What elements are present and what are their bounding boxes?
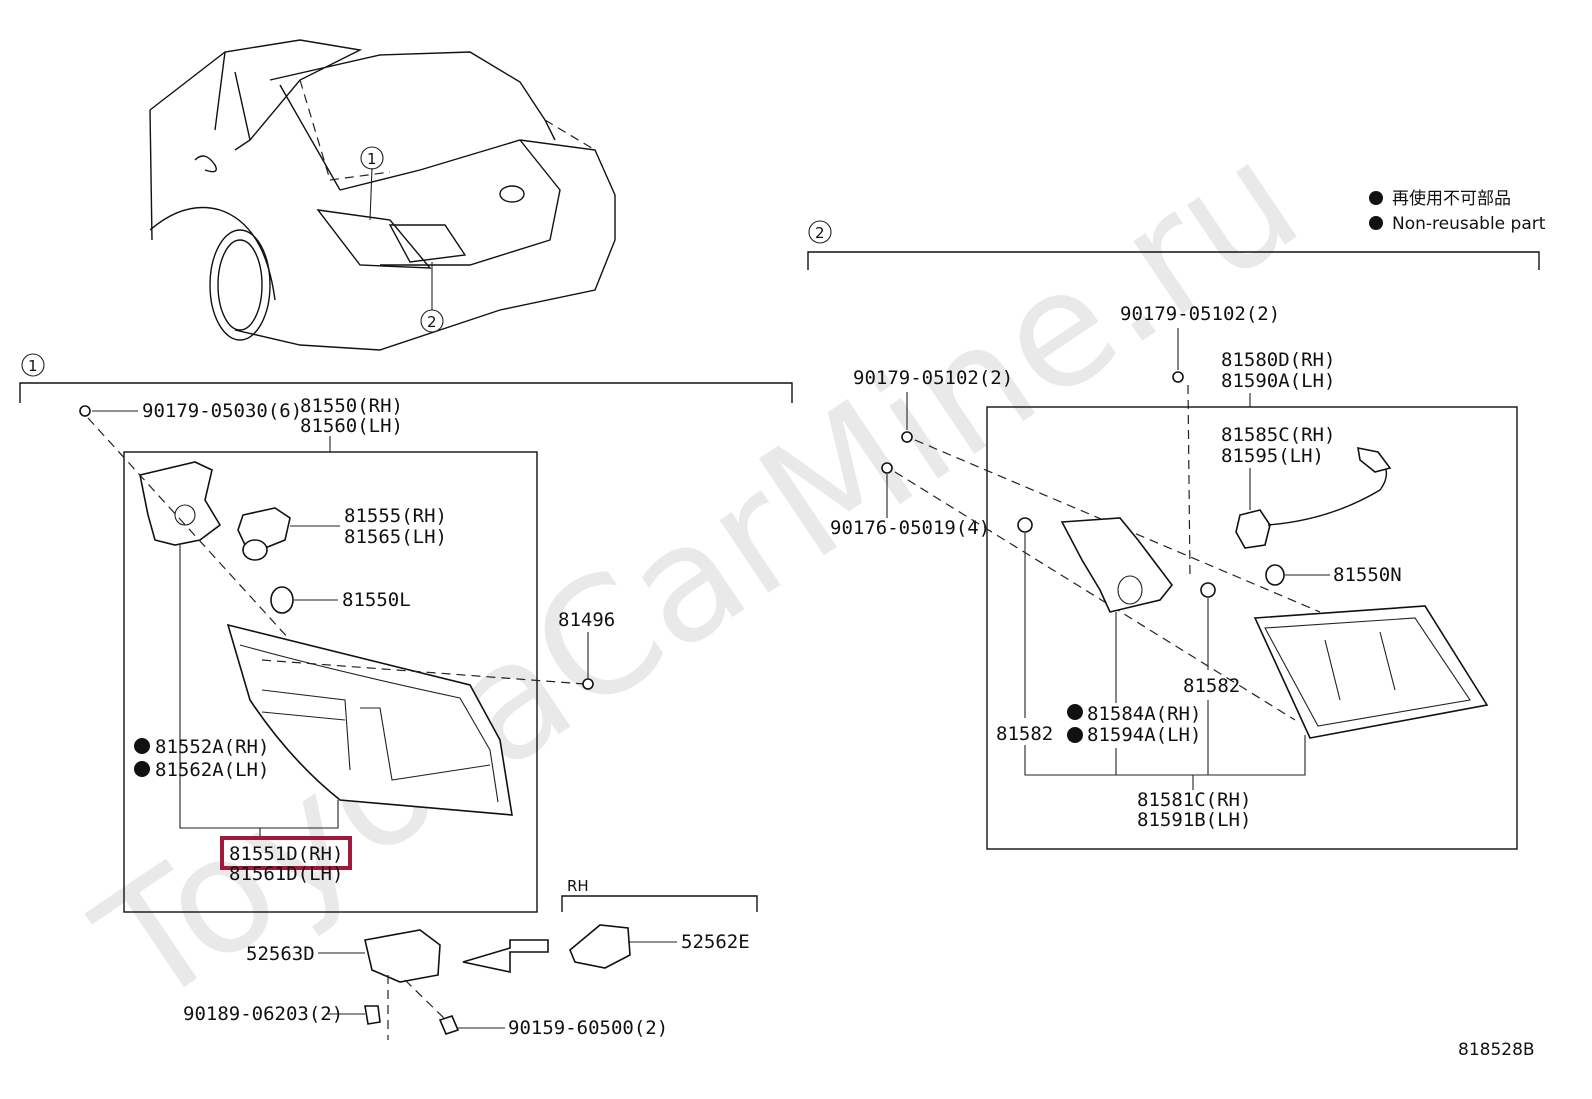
label-gasket-lh: 81562A(LH)	[155, 759, 269, 781]
label-lens-lh: 81591B(LH)	[1137, 809, 1251, 831]
section-1-callout	[21, 353, 45, 377]
label-socket-rh: 81555(RH)	[344, 505, 447, 527]
label-nut-top: 90179-05102(2)	[1120, 303, 1280, 325]
legend-english: Non-reusable part	[1392, 214, 1546, 234]
label-socket-lh: 81595(LH)	[1221, 445, 1324, 467]
label-bulb: 81550N	[1333, 564, 1402, 586]
section-2-callout	[808, 220, 832, 244]
non-reusable-bullet-icon	[1067, 704, 1083, 720]
non-reusable-bullet-icon	[1067, 727, 1083, 743]
callout-2-car	[420, 309, 444, 333]
non-reusable-bullet-icon	[1369, 216, 1383, 230]
bulb-drawing-2	[1265, 564, 1285, 586]
non-reusable-bullet-icon	[1369, 191, 1383, 205]
label-cushion-right: 81582	[1183, 675, 1240, 697]
bracket-right-drawing	[569, 924, 631, 969]
label-gasket-lh: 81594A(LH)	[1087, 724, 1201, 746]
section-2-callout-text: 2	[815, 224, 825, 242]
label-lens-rh: 81581C(RH)	[1137, 789, 1251, 811]
cushion-right-drawing	[1200, 582, 1216, 598]
highlight-box[interactable]	[220, 836, 352, 870]
label-clip: 81496	[558, 609, 615, 631]
label-socket-rh: 81585C(RH)	[1221, 424, 1335, 446]
section-1-callout-text: 1	[28, 357, 38, 375]
section-1: 1 90179-05030(6) 81550(RH) 81560(LH) 815…	[19, 353, 793, 1040]
bracket-left-drawing	[364, 929, 441, 983]
label-cushion-left: 81582	[996, 723, 1053, 745]
gasket-drawing-2	[1060, 517, 1174, 613]
callout-1-car	[360, 146, 384, 170]
label-bracket-left: 52563D	[246, 943, 315, 965]
label-lens-lh: 81561D(LH)	[229, 863, 343, 885]
section-2-bracket	[807, 251, 1540, 270]
label-screw-left: 90189-06203(2)	[183, 1003, 343, 1025]
cushion-left-drawing	[1017, 517, 1033, 533]
figure-code: 818528B	[1458, 1040, 1535, 1060]
label-lamp-lh: 81590A(LH)	[1221, 370, 1335, 392]
label-gasket-rh: 81584A(RH)	[1087, 703, 1201, 725]
label-lamp-lh: 81560(LH)	[300, 415, 403, 437]
label-bracket-right: 52562E	[681, 931, 750, 953]
non-reusable-bullet-icon	[134, 761, 150, 777]
label-lamp-rh: 81550(RH)	[300, 395, 403, 417]
label-rh: RH	[567, 877, 589, 895]
car-illustration: 1 2	[149, 39, 616, 351]
label-bulb: 81550L	[342, 589, 411, 611]
label-gasket-rh: 81552A(RH)	[155, 736, 269, 758]
non-reusable-bullet-icon	[134, 738, 150, 754]
legend: 再使用不可部品 Non-reusable part	[1369, 188, 1546, 234]
socket-drawing	[237, 507, 291, 549]
label-screw: 90176-05019(4)	[830, 517, 990, 539]
screw-right-drawing	[438, 1015, 460, 1035]
tail-lamp-drawing	[226, 623, 513, 816]
lamp-bracket-drawing	[139, 461, 222, 546]
label-lens-rh[interactable]: 81551D(RH)	[229, 843, 343, 865]
legend-japanese: 再使用不可部品	[1392, 188, 1511, 209]
screw-left-drawing	[364, 1005, 381, 1025]
callout-2-text: 2	[427, 313, 437, 331]
socket-drawing-2	[1235, 509, 1271, 549]
section-1-bracket	[19, 382, 793, 403]
clip-drawing	[582, 678, 594, 690]
callout-1-text: 1	[367, 150, 377, 168]
label-nut-left: 90179-05102(2)	[853, 367, 1013, 389]
label-bolt-top: 90179-05030(6)	[142, 400, 302, 422]
bulb-drawing	[270, 586, 294, 614]
label-screw-right: 90159-60500(2)	[508, 1017, 668, 1039]
lamp-assembly-box-2	[986, 406, 1518, 850]
label-socket-lh: 81565(LH)	[344, 526, 447, 548]
section-2: 2 90179-05102(2) 81580D(RH) 81590A(LH) 9…	[807, 220, 1540, 850]
direction-arrow-icon	[462, 939, 549, 973]
label-lamp-rh: 81580D(RH)	[1221, 349, 1335, 371]
